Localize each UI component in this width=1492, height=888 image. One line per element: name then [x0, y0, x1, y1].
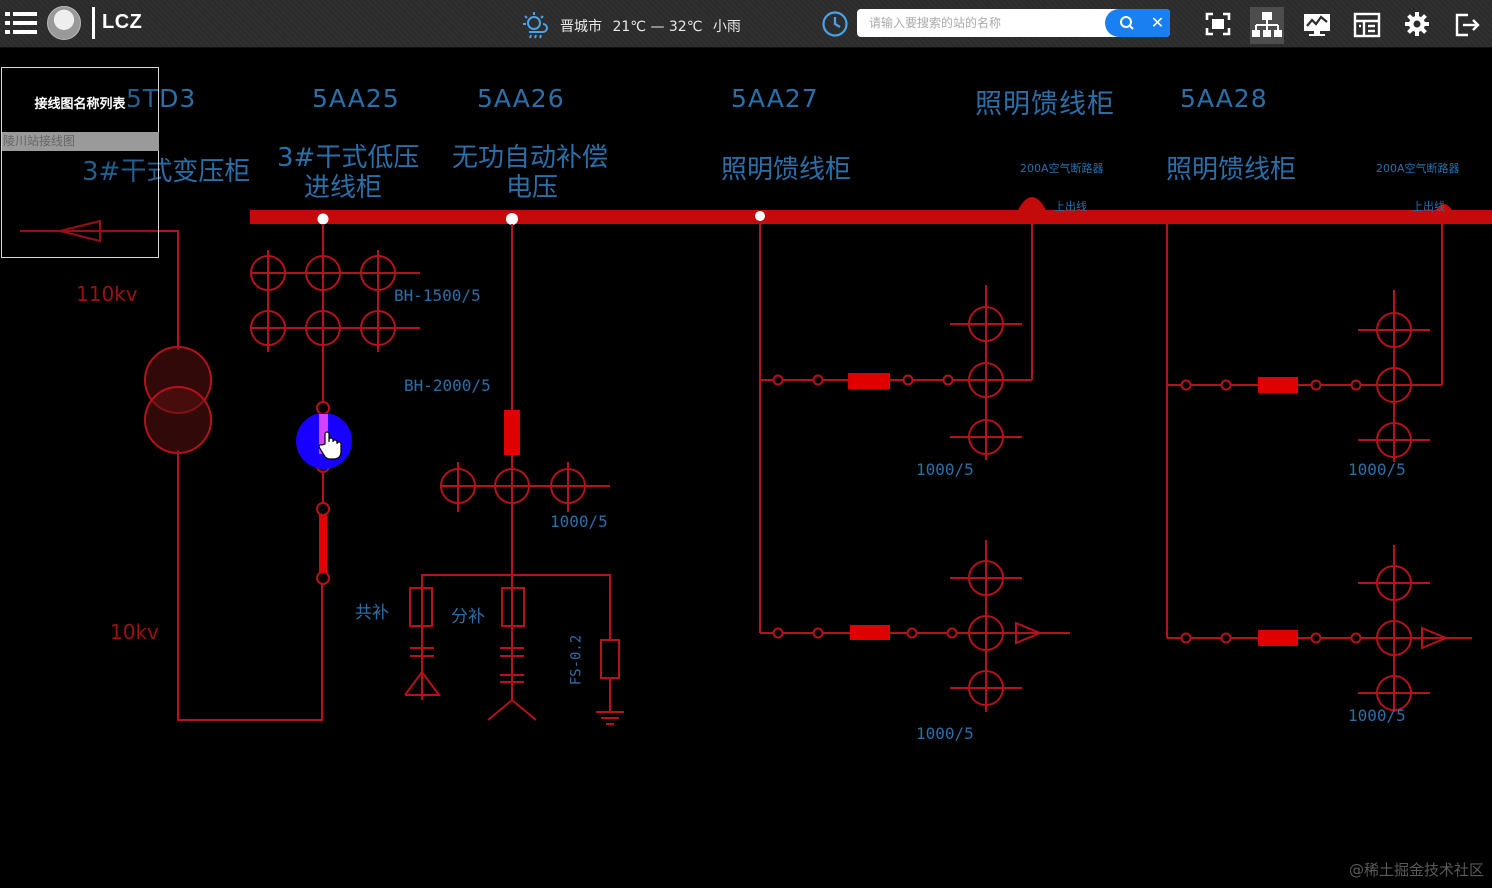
list-item[interactable]: 陵川站接线图 [2, 132, 159, 151]
main-busbar [250, 197, 1492, 224]
watermark: @稀土掘金技术社区 [1348, 861, 1484, 879]
cabinet-name-incoming-1: 3#干式低压 [277, 143, 420, 173]
top-bar: LCZ 晋城市 21℃ — 32℃ 小雨 ✕ [0, 0, 1492, 48]
breaker-lower [319, 515, 327, 573]
search-button[interactable] [1105, 9, 1149, 37]
monitor-chart-icon[interactable] [1300, 8, 1334, 40]
breaker-28-lower [1258, 630, 1298, 646]
search-input[interactable] [857, 9, 1114, 37]
gear-icon[interactable] [1400, 8, 1434, 40]
weather-city: 晋城市 [560, 19, 602, 35]
voltage-110kv: 110kv [76, 282, 138, 306]
arrester-label: FS-0.2 [568, 634, 585, 686]
diagram-canvas [20, 197, 1492, 725]
weather-rain-icon [523, 12, 548, 39]
capacitor-common-label: 共补 [355, 603, 389, 623]
note-28-breaker: 200A空气断路器 [1376, 162, 1460, 175]
menu-list-icon[interactable] [4, 8, 38, 38]
ct-spec-bh2000: BH-2000/5 [404, 376, 491, 395]
search-icon [1120, 16, 1134, 30]
breaker-28-upper [1258, 377, 1298, 393]
cabinet-icon[interactable] [1350, 8, 1384, 40]
cabinet-name-lighting-27: 照明馈线柜 [721, 155, 852, 185]
clear-search-button[interactable]: ✕ [1145, 9, 1170, 37]
lighting-feeder-28 [1166, 224, 1472, 712]
bus-node-1[interactable] [317, 213, 329, 225]
cabinet-name-lighting-28: 照明馈线柜 [1166, 155, 1297, 185]
cabinet-name-compensation-2: 电压 [506, 173, 559, 203]
transformer-branch [20, 219, 323, 721]
lighting-feeder-27 [759, 222, 1070, 712]
app-title: LCZ [102, 11, 143, 33]
wiring-diagram: 5TD3 5AA25 5AA26 5AA27 照明馈线柜 5AA28 3#干式变… [0, 48, 1492, 888]
note-28-outlet: 上出线 [1412, 200, 1445, 213]
breaker-compensation [504, 410, 520, 455]
clock-icon[interactable] [821, 10, 849, 38]
compensation-branch [404, 224, 624, 725]
cabinet-id-5aa27: 5AA27 [731, 84, 819, 113]
weather-info: 晋城市 21℃ — 32℃ 小雨 [560, 16, 747, 36]
voltage-10kv: 10kv [110, 620, 159, 644]
ct-spec-bh1500: BH-1500/5 [394, 286, 481, 305]
list-panel-title: 接线图名称列表 [34, 97, 126, 112]
weather-temp: 21℃ — 32℃ [612, 19, 703, 35]
ct-spec-28-lower: 1000/5 [1348, 706, 1406, 725]
note-27-breaker: 200A空气断路器 [1020, 162, 1104, 175]
capacitor-split-label: 分补 [451, 607, 485, 627]
user-avatar[interactable] [47, 6, 81, 40]
pointer-cursor-icon [318, 431, 342, 460]
incoming-line-branch [250, 224, 420, 585]
cabinet-id-5aa25: 5AA25 [312, 84, 400, 113]
ct-spec-27-upper: 1000/5 [916, 460, 974, 479]
logout-icon[interactable] [1450, 8, 1484, 40]
bus-node-3[interactable] [755, 211, 765, 221]
fullscreen-icon[interactable] [1201, 8, 1235, 40]
breaker-27-upper [848, 373, 890, 389]
close-icon: ✕ [1150, 13, 1165, 32]
bus-node-2[interactable] [506, 213, 518, 225]
diagram-list-panel: 接线图名称列表 陵川站接线图 [1, 67, 159, 258]
ct-spec-28-upper: 1000/5 [1348, 460, 1406, 479]
cabinet-id-lighting: 照明馈线柜 [975, 89, 1115, 120]
cabinet-id-5td3: 5TD3 [126, 84, 197, 113]
cabinet-name-compensation-1: 无功自动补偿 [452, 143, 609, 173]
search-box: ✕ [857, 9, 1170, 37]
header-divider [92, 7, 95, 39]
selected-switch-highlight[interactable] [296, 413, 352, 469]
weather-condition: 小雨 [712, 19, 741, 35]
ct-spec-comp: 1000/5 [550, 512, 608, 531]
note-27-outlet: 上出线 [1054, 200, 1087, 213]
cabinet-name-transformer: 3#干式变压柜 [82, 157, 251, 187]
breaker-27-lower [850, 625, 890, 640]
cabinet-name-incoming-2: 进线柜 [304, 173, 383, 203]
cabinet-id-5aa26: 5AA26 [477, 84, 565, 113]
ct-spec-27-lower: 1000/5 [916, 724, 974, 743]
cabinet-id-5aa28: 5AA28 [1180, 84, 1268, 113]
topology-icon[interactable] [1250, 7, 1284, 44]
